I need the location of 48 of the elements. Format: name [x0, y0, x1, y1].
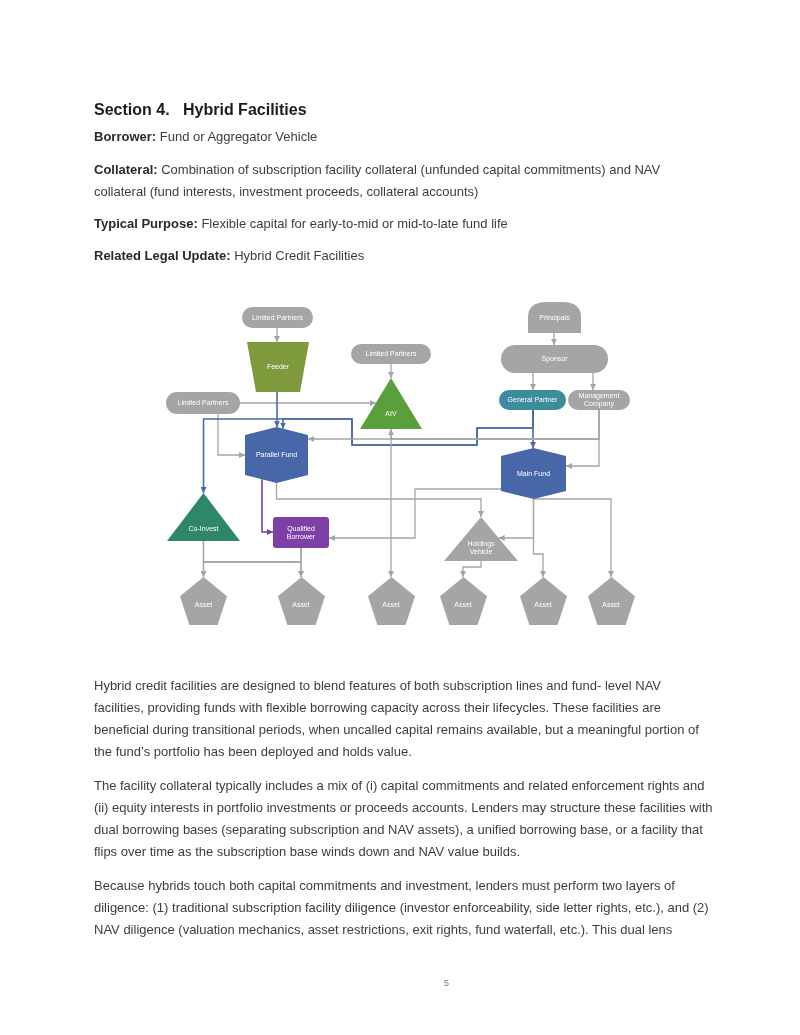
connector-arrow	[261, 478, 274, 535]
pill-node	[351, 344, 431, 364]
info-line: Collateral: Combination of subscription facility collateral (unfunded capital commitments) and NAV collateral (fund interests, investment proceeds, collateral accounts)	[94, 161, 662, 201]
connector-arrow	[590, 372, 596, 391]
rectangle-node	[273, 517, 329, 548]
pentagon-node	[587, 577, 635, 625]
hexagon-node	[501, 448, 566, 499]
pill-node	[166, 392, 240, 414]
info-line: Typical Purpose: Flexible capital for early-to-mid or mid-to-late fund life	[94, 215, 509, 233]
body-paragraph: Hybrid credit facilities are designed to blend features of both subscription lines and fund- level NAV facilities, providing funds with flexible borrowing capacity across their lifecycles. These facilities are beneficial during transitional periods, when uncalled capital remains available, but a meaningful portion of the fund’s portfolio has been deployed and holds value.	[94, 677, 700, 761]
triangle-node	[360, 378, 422, 429]
info-line: Borrower: Fund or Aggregator Vehicle	[94, 128, 319, 146]
triangle-node	[444, 517, 518, 561]
info-line: Related Legal Update: Hybrid Credit Facilities	[94, 247, 366, 265]
connector-arrow	[274, 391, 280, 428]
pentagon-node	[180, 577, 227, 625]
pentagon-node	[439, 577, 487, 625]
connector-arrow	[388, 409, 600, 440]
dome-node	[528, 302, 581, 333]
body-paragraph: The facility collateral typically includes a mix of (i) capital commitments and related enforcement rights and (ii) equity interests in portfolio investments or proceeds accounts. Lenders may structure these facilities with dual borrowing bases (separating subscription and NAV assets), a unified borrowing base, or a facility that flips over time as the subscription base winds down and NAV value builds.	[94, 777, 714, 861]
pill-node	[499, 390, 566, 410]
connector-arrow	[239, 400, 377, 406]
pentagon-node	[519, 577, 567, 625]
connector-arrow	[388, 428, 394, 578]
hexagon-node	[245, 427, 308, 483]
connector-arrow	[275, 482, 484, 518]
pill-node	[568, 390, 630, 410]
connector-arrow	[274, 327, 280, 343]
connector-arrow	[217, 413, 246, 458]
connector-arrow	[532, 498, 614, 578]
pentagon-node	[277, 577, 325, 625]
pentagon-node	[367, 577, 415, 625]
triangle-node	[167, 493, 240, 541]
connector-arrow	[460, 560, 482, 578]
connector-arrow	[298, 547, 304, 578]
section-number: Section 4.	[94, 100, 170, 120]
connector-arrow	[328, 488, 502, 541]
connector-arrow	[388, 363, 394, 379]
connector-arrow	[200, 409, 534, 494]
section-title: Hybrid Facilities	[183, 100, 307, 120]
connector-arrow	[532, 498, 546, 578]
trapezoid-node	[247, 342, 309, 392]
connector-arrow	[551, 332, 557, 346]
pill-node	[242, 307, 313, 328]
connector-arrow	[530, 372, 536, 391]
pill-node	[501, 345, 608, 373]
body-paragraph: Because hybrids touch both capital commitments and investment, lenders must perform two layers of diligence: (1) traditional subscription facility diligence (investor enforceability, side letter rights, etc.), and (2) NAV diligence (valuation mechanics, asset restrictions, exit rights, fund waterfall, etc.). This dual lens	[94, 877, 710, 939]
page-number: 5	[444, 977, 449, 989]
